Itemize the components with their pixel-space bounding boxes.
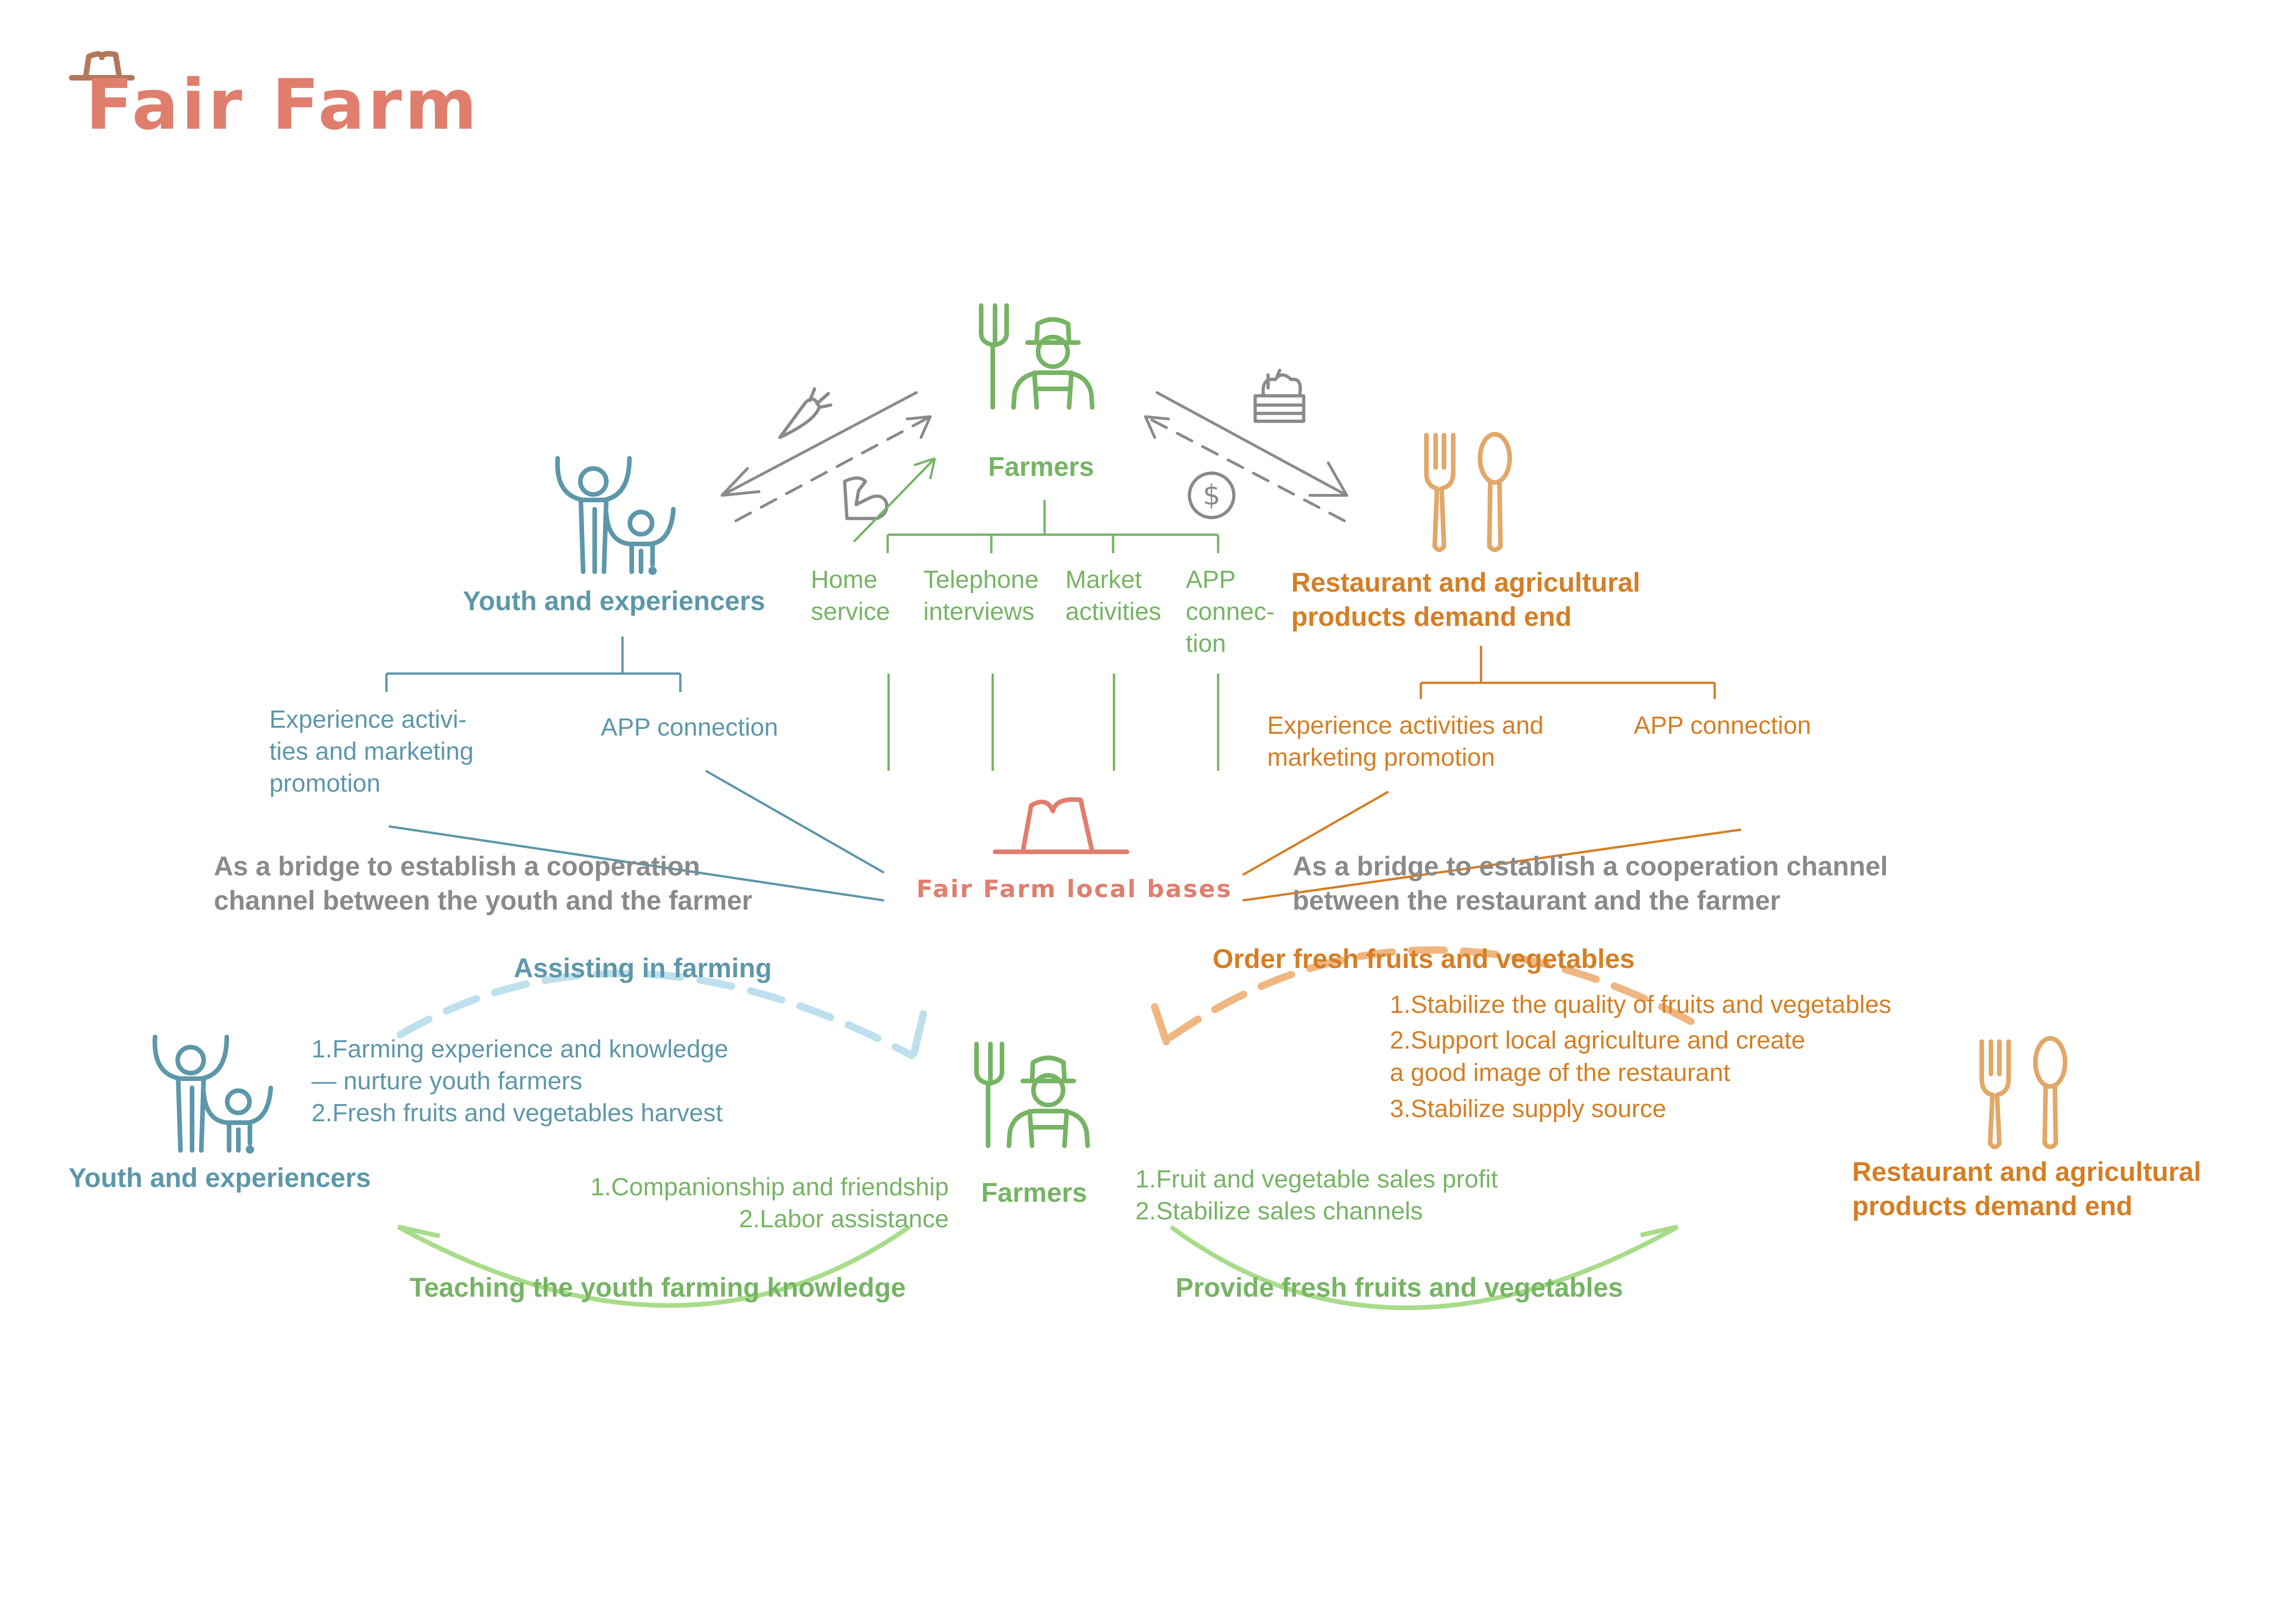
top-restaurant-label-line2: products demand end	[1291, 602, 1572, 632]
branch-line: APP	[1186, 566, 1236, 593]
arc-order-fruits	[1167, 946, 1698, 1041]
list-item: 1.Companionship and friendship	[590, 1173, 949, 1201]
branch-line: Market	[1065, 566, 1142, 593]
provide-label: Provide fresh fruits and vegetables	[1176, 1273, 1623, 1303]
bottom-restaurant-label: Restaurant and agricultural products dem…	[1852, 1155, 2201, 1224]
arc-order-head	[1151, 1003, 1170, 1045]
arc-assisting-head	[910, 1010, 927, 1057]
youth-branch-bracket	[385, 637, 885, 902]
bottom-youth-label: Youth and experiencers	[68, 1163, 371, 1193]
farmer-branch-home-service: Home service	[811, 564, 890, 628]
farmer-gains-from-youth: 1.Companionship and friendship 2.Labor a…	[528, 1171, 949, 1235]
arc-provide	[1170, 1224, 1679, 1310]
list-item: 2.Support local agriculture and create	[1390, 1026, 1805, 1055]
farmer-icon-bottom	[974, 1042, 1090, 1148]
farmer-branch-market-activities: Market activities	[1065, 564, 1161, 628]
branch-line: Telephone	[923, 566, 1039, 593]
branch-line: Experience activities and	[1267, 712, 1544, 739]
farmer-icon-top	[979, 303, 1095, 410]
restaurant-branch-app-connection: APP connection	[1634, 712, 1811, 739]
muscle-icon	[843, 476, 889, 520]
youth-icon-top	[555, 456, 676, 575]
brand-title: Fair Farm	[86, 65, 480, 145]
bridge-line: between the restaurant and the farmer	[1293, 886, 1780, 916]
list-item: 2.Fresh fruits and vegetables harvest	[311, 1099, 723, 1127]
brand-hat-icon	[69, 51, 135, 81]
arc-assisting-farming	[397, 969, 915, 1059]
list-item: 3.Stabilize supply source	[1390, 1094, 1667, 1123]
local-base-hat-icon	[993, 797, 1129, 854]
restaurant-branch-bracket	[1242, 646, 1742, 902]
list-item: — nurture youth farmers	[311, 1067, 583, 1095]
list-item: 1.Stabilize the quality of fruits and ve…	[1390, 991, 1892, 1018]
bridge-restaurant-farmer: As a bridge to establish a cooperation c…	[1293, 849, 1888, 918]
youth-gains-list: 1.Farming experience and knowledge — nur…	[311, 1033, 728, 1129]
youth-icon-bottom	[152, 1035, 273, 1154]
youth-branch-app-connection: APP connection	[601, 713, 778, 741]
branch-line: Experience activi-	[269, 706, 467, 733]
assisting-farming-label: Assisting in farming	[514, 953, 772, 983]
green-arrow-up	[853, 457, 936, 543]
branch-line: connec-	[1186, 598, 1275, 626]
branch-line: promotion	[269, 769, 381, 798]
order-fruits-label: Order fresh fruits and vegetables	[1213, 944, 1635, 974]
top-farmers-label: Farmers	[988, 452, 1094, 482]
branch-line: interviews	[923, 598, 1035, 626]
bridge-youth-farmer: As a bridge to establish a cooperation c…	[214, 849, 752, 918]
bridge-line: As a bridge to establish a cooperation	[214, 851, 700, 881]
bottom-farmers-label: Farmers	[981, 1178, 1087, 1208]
arc-teaching-head	[397, 1224, 441, 1238]
dollar-coin-icon: $	[1188, 471, 1236, 519]
branch-line: Home	[811, 566, 878, 593]
restaurant-label-line2: products demand end	[1852, 1191, 2133, 1222]
branch-line: activities	[1065, 598, 1162, 626]
farmer-branch-bracket	[886, 500, 1220, 771]
list-item: 2.Labor assistance	[739, 1205, 949, 1233]
teaching-label: Teaching the youth farming knowledge	[410, 1273, 906, 1303]
local-bases-label: Fair Farm local bases	[916, 875, 1232, 903]
branch-line: marketing promotion	[1267, 743, 1495, 772]
branch-line: service	[811, 598, 890, 626]
restaurant-gains-list: 1.Stabilize the quality of fruits and ve…	[1390, 985, 1892, 1129]
fork-spoon-icon-top	[1424, 432, 1512, 552]
top-youth-label: Youth and experiencers	[463, 586, 765, 616]
list-item: 1.Fruit and vegetable sales profit	[1135, 1165, 1498, 1193]
youth-branch-experience: Experience activi- ties and marketing pr…	[269, 704, 473, 800]
branch-line: ties and marketing	[269, 737, 474, 766]
top-restaurant-label: Restaurant and agricultural products dem…	[1291, 566, 1640, 634]
top-arrows	[721, 391, 1348, 522]
top-restaurant-label-line1: Restaurant and agricultural	[1291, 568, 1641, 598]
farmer-gains-from-restaurant: 1.Fruit and vegetable sales profit 2.Sta…	[1135, 1163, 1498, 1227]
arc-provide-head	[1640, 1224, 1679, 1237]
svg-text:$: $	[1203, 479, 1220, 512]
bridge-line: channel between the youth and the farmer	[214, 886, 753, 916]
branch-line: tion	[1186, 630, 1226, 658]
list-item: a good image of the restaurant	[1390, 1058, 1730, 1087]
green-arrow-head	[914, 457, 936, 480]
farmer-branch-app-connection: APP connec- tion	[1186, 564, 1275, 660]
carrot-icon	[778, 387, 833, 439]
arc-teaching	[397, 1224, 911, 1308]
restaurant-branch-experience: Experience activities and marketing prom…	[1267, 710, 1543, 774]
fork-spoon-icon-bottom	[1979, 1036, 2067, 1149]
list-item: 2.Stabilize sales channels	[1135, 1197, 1423, 1225]
bridge-line: As a bridge to establish a cooperation c…	[1293, 851, 1888, 881]
list-item: 1.Farming experience and knowledge	[311, 1035, 728, 1063]
vegetable-basket-icon	[1253, 369, 1306, 423]
farmer-branch-telephone-interviews: Telephone interviews	[923, 564, 1039, 628]
restaurant-label-line1: Restaurant and agricultural	[1852, 1157, 2202, 1187]
